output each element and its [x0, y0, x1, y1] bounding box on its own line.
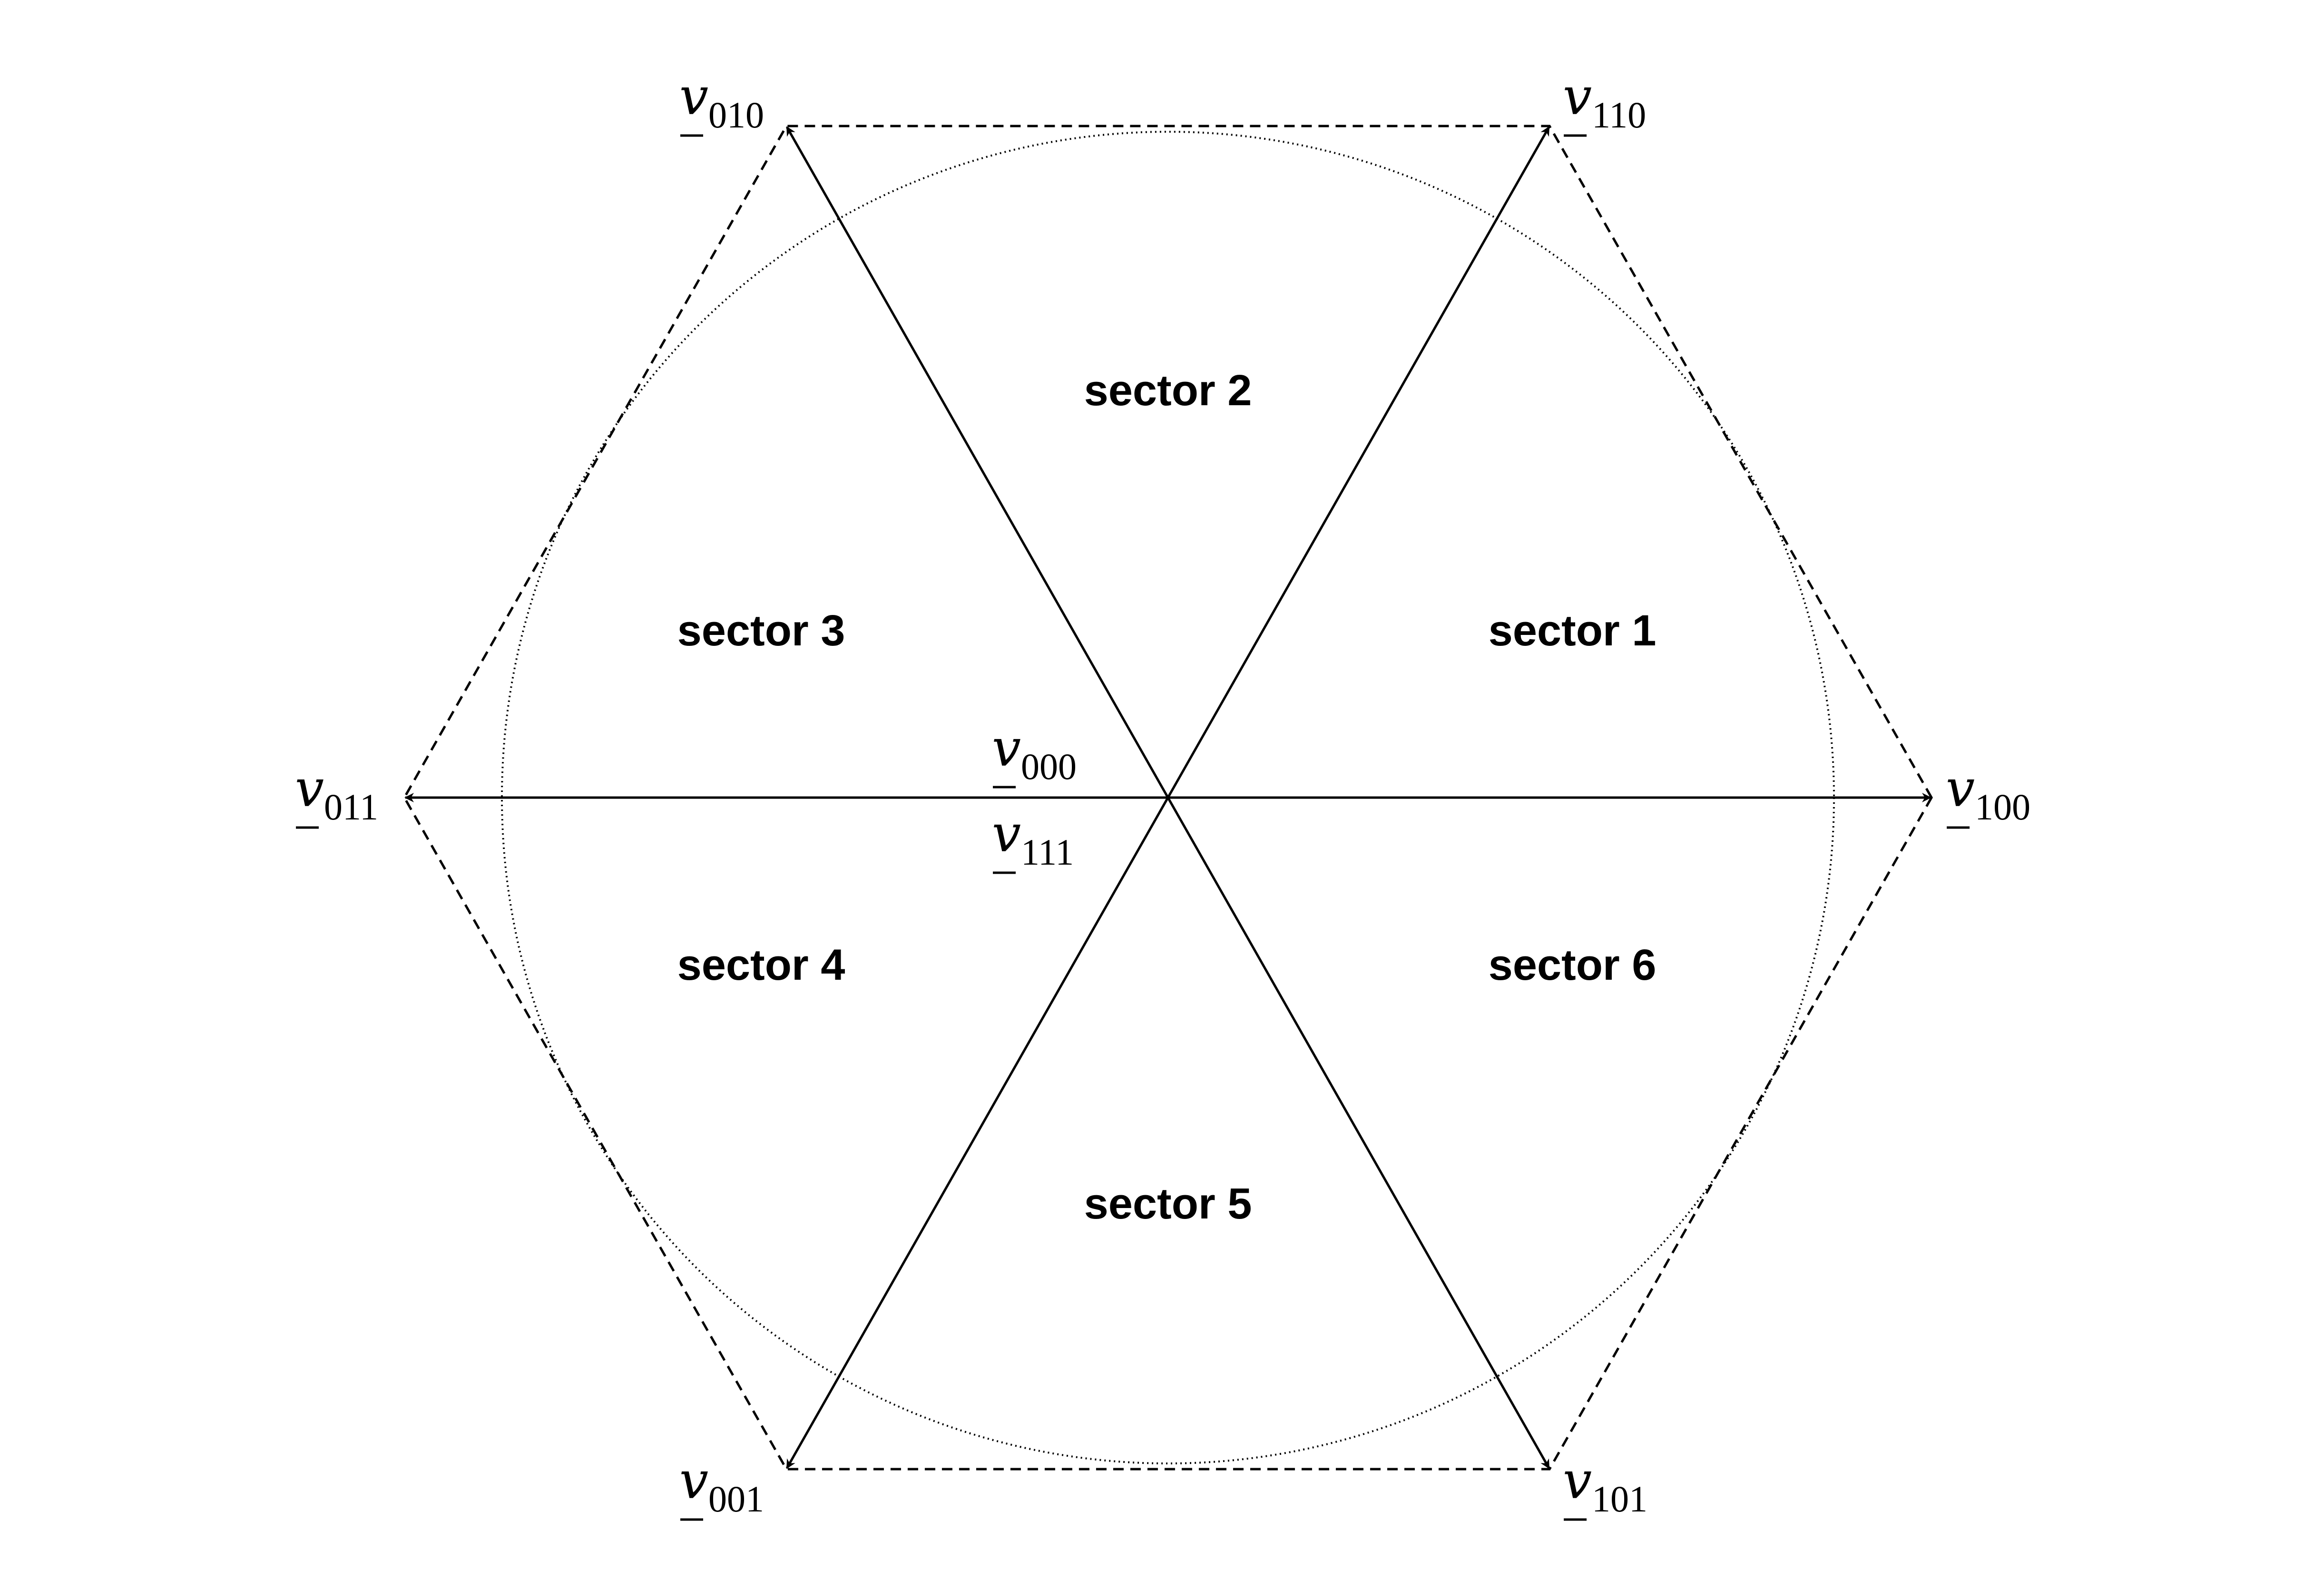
vector-label-001: v001 — [679, 1451, 764, 1521]
svg-text:v000: v000 — [992, 719, 1077, 787]
vector-label-100: v100 — [1946, 759, 2030, 829]
vector-arrow-101 — [1167, 797, 1550, 1469]
sector-3-label: sector 3 — [677, 606, 845, 655]
sector-5-label: sector 5 — [1084, 1179, 1252, 1228]
vector-label-110: v110 — [1563, 67, 1646, 137]
vector-arrow-010 — [785, 126, 1169, 799]
zero-vector-label-111: v111 — [992, 804, 1074, 874]
sector-1-label: sector 1 — [1489, 606, 1657, 655]
vector-arrow-001 — [785, 797, 1169, 1469]
svg-text:v100: v100 — [1946, 759, 2030, 828]
zero-vector-label-000: v000 — [992, 719, 1077, 789]
hexagon-outline — [403, 125, 1933, 1471]
svg-text:v110: v110 — [1563, 67, 1646, 136]
svg-text:v111: v111 — [992, 804, 1074, 873]
sector-2-label: sector 2 — [1084, 366, 1252, 415]
vector-label-101: v101 — [1563, 1451, 1647, 1521]
svg-text:v010: v010 — [679, 67, 764, 136]
svg-text:v011: v011 — [295, 759, 378, 828]
svg-text:v001: v001 — [679, 1451, 764, 1520]
vector-arrow-110 — [1167, 126, 1550, 799]
vector-label-011: v011 — [295, 759, 378, 829]
svg-text:v101: v101 — [1563, 1451, 1647, 1520]
vector-label-010: v010 — [679, 67, 764, 137]
sector-4-label: sector 4 — [677, 941, 845, 989]
sector-6-label: sector 6 — [1489, 941, 1657, 989]
